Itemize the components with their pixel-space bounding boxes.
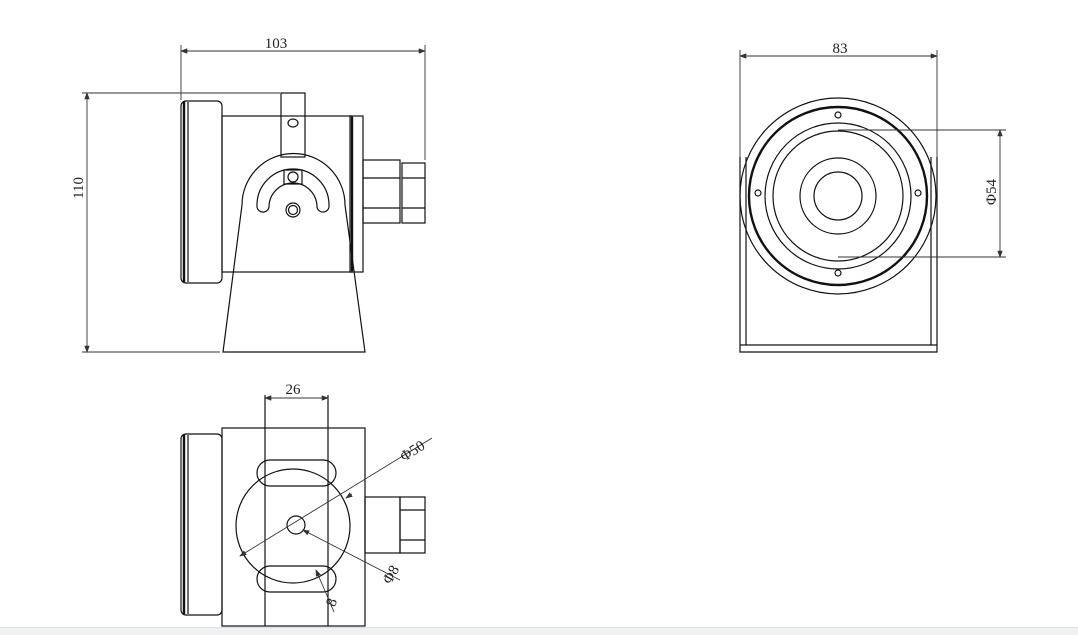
dimension-phi8: Φ8 bbox=[302, 529, 403, 587]
dim-label-phi54: Φ54 bbox=[984, 179, 1000, 205]
dim-label-26: 26 bbox=[286, 382, 302, 398]
dimension-26: 26 bbox=[264, 382, 329, 401]
dim-label-103: 103 bbox=[265, 36, 288, 52]
dim-label-83: 83 bbox=[833, 41, 848, 57]
bottom-view bbox=[180, 395, 426, 627]
front-view bbox=[739, 97, 938, 353]
dimension-83: 83 bbox=[739, 41, 938, 157]
dimension-103: 103 bbox=[180, 36, 426, 160]
side-view bbox=[180, 92, 426, 353]
dim-label-110: 110 bbox=[71, 177, 87, 199]
dim-label-phi50: Φ50 bbox=[398, 438, 429, 465]
dimension-phi54: Φ54 bbox=[838, 129, 1006, 258]
dim-label-8: 8 bbox=[323, 596, 341, 609]
bottom-strip bbox=[0, 627, 1078, 635]
dim-label-phi8: Φ8 bbox=[380, 563, 403, 587]
dimension-110: 110 bbox=[71, 92, 280, 353]
